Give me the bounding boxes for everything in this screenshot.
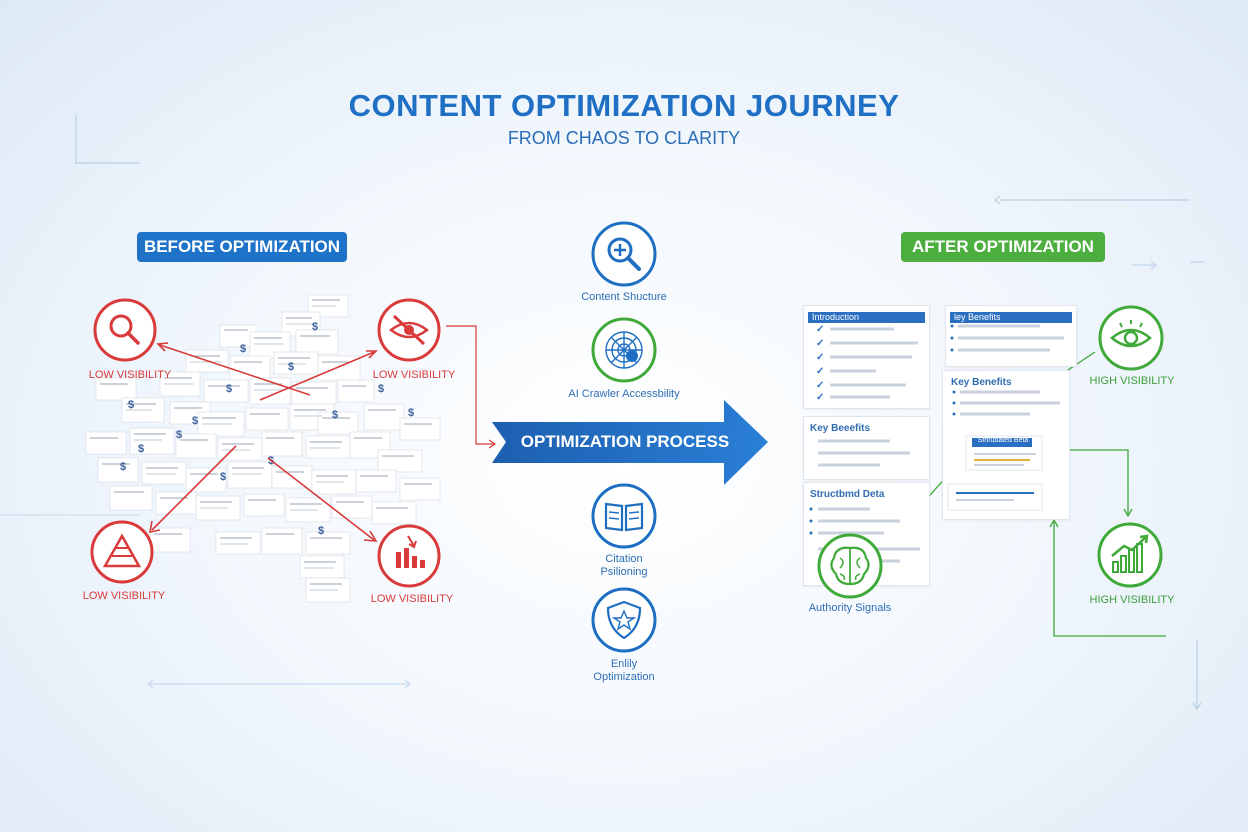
svg-text:$: $ [240, 343, 246, 355]
search-plus-icon [591, 221, 657, 287]
svg-text:$: $ [120, 461, 126, 473]
declining-chart-icon [377, 524, 441, 588]
triangle-warning-icon [90, 520, 154, 584]
process-step-ai-crawler: AI Crawler Accessbility [568, 388, 680, 400]
page-subtitle: FROM CHAOS TO CLARITY [507, 128, 741, 148]
svg-text:$: $ [138, 443, 144, 455]
eye-icon [1098, 305, 1164, 371]
spider-web-icon [591, 317, 657, 383]
svg-text:$: $ [176, 429, 182, 441]
high-visibility-caption-2: HIGH VISIBILITY [1089, 594, 1175, 606]
process-step-entity-optimization: Enlily Optimization [593, 658, 655, 683]
shield-star-icon [591, 587, 657, 653]
svg-text:$: $ [220, 471, 226, 483]
doc-highlight-label: Sthrubated Beta [977, 437, 1029, 444]
svg-text:$: $ [378, 383, 384, 395]
doc-key-benefits-second-title: Key Beeefits [810, 423, 871, 434]
doc-intro-header: Introduction [808, 312, 925, 323]
low-visibility-caption-1: LOW VISIBILITY [88, 369, 172, 381]
book-icon [591, 483, 657, 549]
doc-key-benefits-header: ley Benefits [950, 312, 1072, 323]
svg-text:$: $ [226, 383, 232, 395]
svg-text:$: $ [312, 321, 318, 333]
doc-key-benefits-title: Key Benefits [951, 377, 1012, 388]
svg-text:✓: ✓ [816, 338, 824, 349]
rising-chart-icon [1097, 522, 1163, 588]
svg-text:✓: ✓ [816, 324, 824, 335]
after-optimization-badge: AFTER OPTIMIZATION [901, 232, 1105, 262]
hidden-eye-icon [377, 298, 441, 362]
high-visibility-caption-1: HIGH VISIBILITY [1089, 375, 1175, 387]
svg-text:✓: ✓ [816, 352, 824, 363]
svg-text:✓: ✓ [816, 380, 824, 391]
page-title: CONTENT OPTIMIZATION JOURNEY [348, 88, 900, 123]
doc-key-benefits-second: Key Beeefits [803, 416, 930, 480]
svg-text:✓: ✓ [816, 366, 824, 377]
brain-icon [817, 533, 883, 599]
low-visibility-caption-3: LOW VISIBILITY [82, 590, 166, 602]
svg-text:$: $ [192, 415, 198, 427]
svg-text:$: $ [332, 409, 338, 421]
low-visibility-caption-2: LOW VISIBILITY [372, 369, 456, 381]
svg-text:$: $ [318, 525, 324, 537]
svg-text:✓: ✓ [816, 392, 824, 403]
optimization-process-label: OPTIMIZATION PROCESS [520, 432, 730, 451]
svg-text:$: $ [288, 361, 294, 373]
process-step-citation-positioning: Citation Psilioning [600, 553, 648, 578]
doc-key-benefits-top: ley Benefits [945, 305, 1077, 367]
before-optimization-badge: BEFORE OPTIMIZATION [137, 232, 347, 262]
doc-structured-data-title: Structbmd Deta [810, 489, 885, 500]
authority-signals-caption: Authority Signals [808, 602, 892, 614]
svg-text:$: $ [128, 399, 134, 411]
process-step-content-structure: Content Shucture [581, 291, 667, 303]
search-icon [93, 298, 157, 362]
svg-text:$: $ [408, 407, 414, 419]
low-visibility-caption-4: LOW VISIBILITY [370, 593, 454, 605]
